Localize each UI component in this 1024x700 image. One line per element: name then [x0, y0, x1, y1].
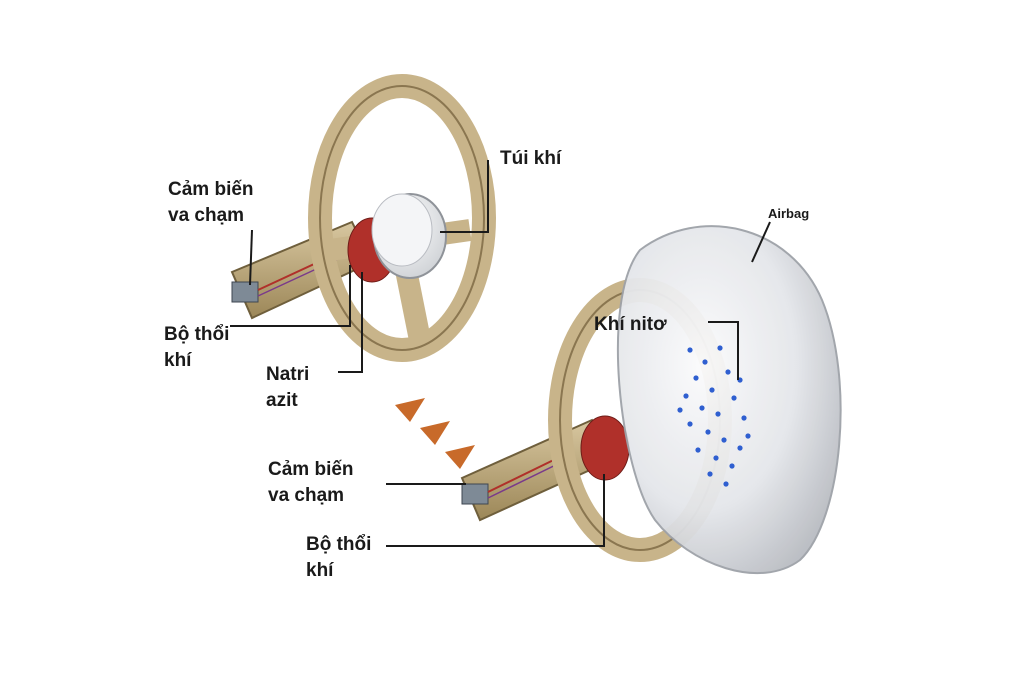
leader-nitrogen	[708, 321, 739, 380]
leader-tui-khi	[440, 160, 489, 233]
label-sodium-azide-line1: Natri	[266, 364, 310, 385]
label-sodium-azide-line2: azit	[266, 390, 298, 411]
label-sensor-top-line1: Cảm biến	[168, 179, 254, 200]
label-sensor-top-line2: va chạm	[168, 205, 245, 226]
label-airbag-top: Túi khí	[500, 148, 562, 169]
bottom-sensor-box	[461, 483, 489, 505]
leader-natri	[338, 272, 363, 373]
label-sensor-top: Cảm biến va chạm	[168, 177, 254, 229]
label-airbag-right: Airbag	[768, 206, 810, 221]
label-nitrogen: Khí nitơ	[594, 314, 667, 335]
label-inflator-top-line2: khí	[164, 350, 192, 371]
label-sensor-bottom: Cảm biến va chạm	[268, 457, 354, 509]
label-inflator-bottom-line2: khí	[306, 560, 334, 581]
leader-inflator-bottom	[386, 474, 605, 547]
leader-airbag	[751, 221, 771, 263]
label-inflator-bottom: Bộ thổi khí	[306, 532, 371, 584]
label-inflator-bottom-line1: Bộ thổi	[306, 534, 372, 555]
label-sodium-azide: Natri azit	[266, 362, 309, 414]
label-sensor-bottom-line2: va chạm	[268, 485, 345, 506]
impact-arrows	[395, 398, 475, 469]
bottom-inflator	[580, 415, 630, 481]
top-sensor-box	[231, 281, 259, 303]
nitrogen-gas-dots	[677, 345, 751, 487]
deployed-airbag	[616, 225, 842, 575]
label-inflator-top: Bộ thổi khí	[164, 322, 229, 374]
leader-sensor-top	[249, 229, 253, 286]
top-steering-wheel	[230, 74, 496, 362]
label-sensor-bottom-line1: Cảm biến	[268, 459, 354, 480]
label-inflator-top-line1: Bộ thổi	[164, 324, 230, 345]
leader-lines	[230, 160, 771, 547]
leader-inflator-top	[230, 265, 351, 327]
